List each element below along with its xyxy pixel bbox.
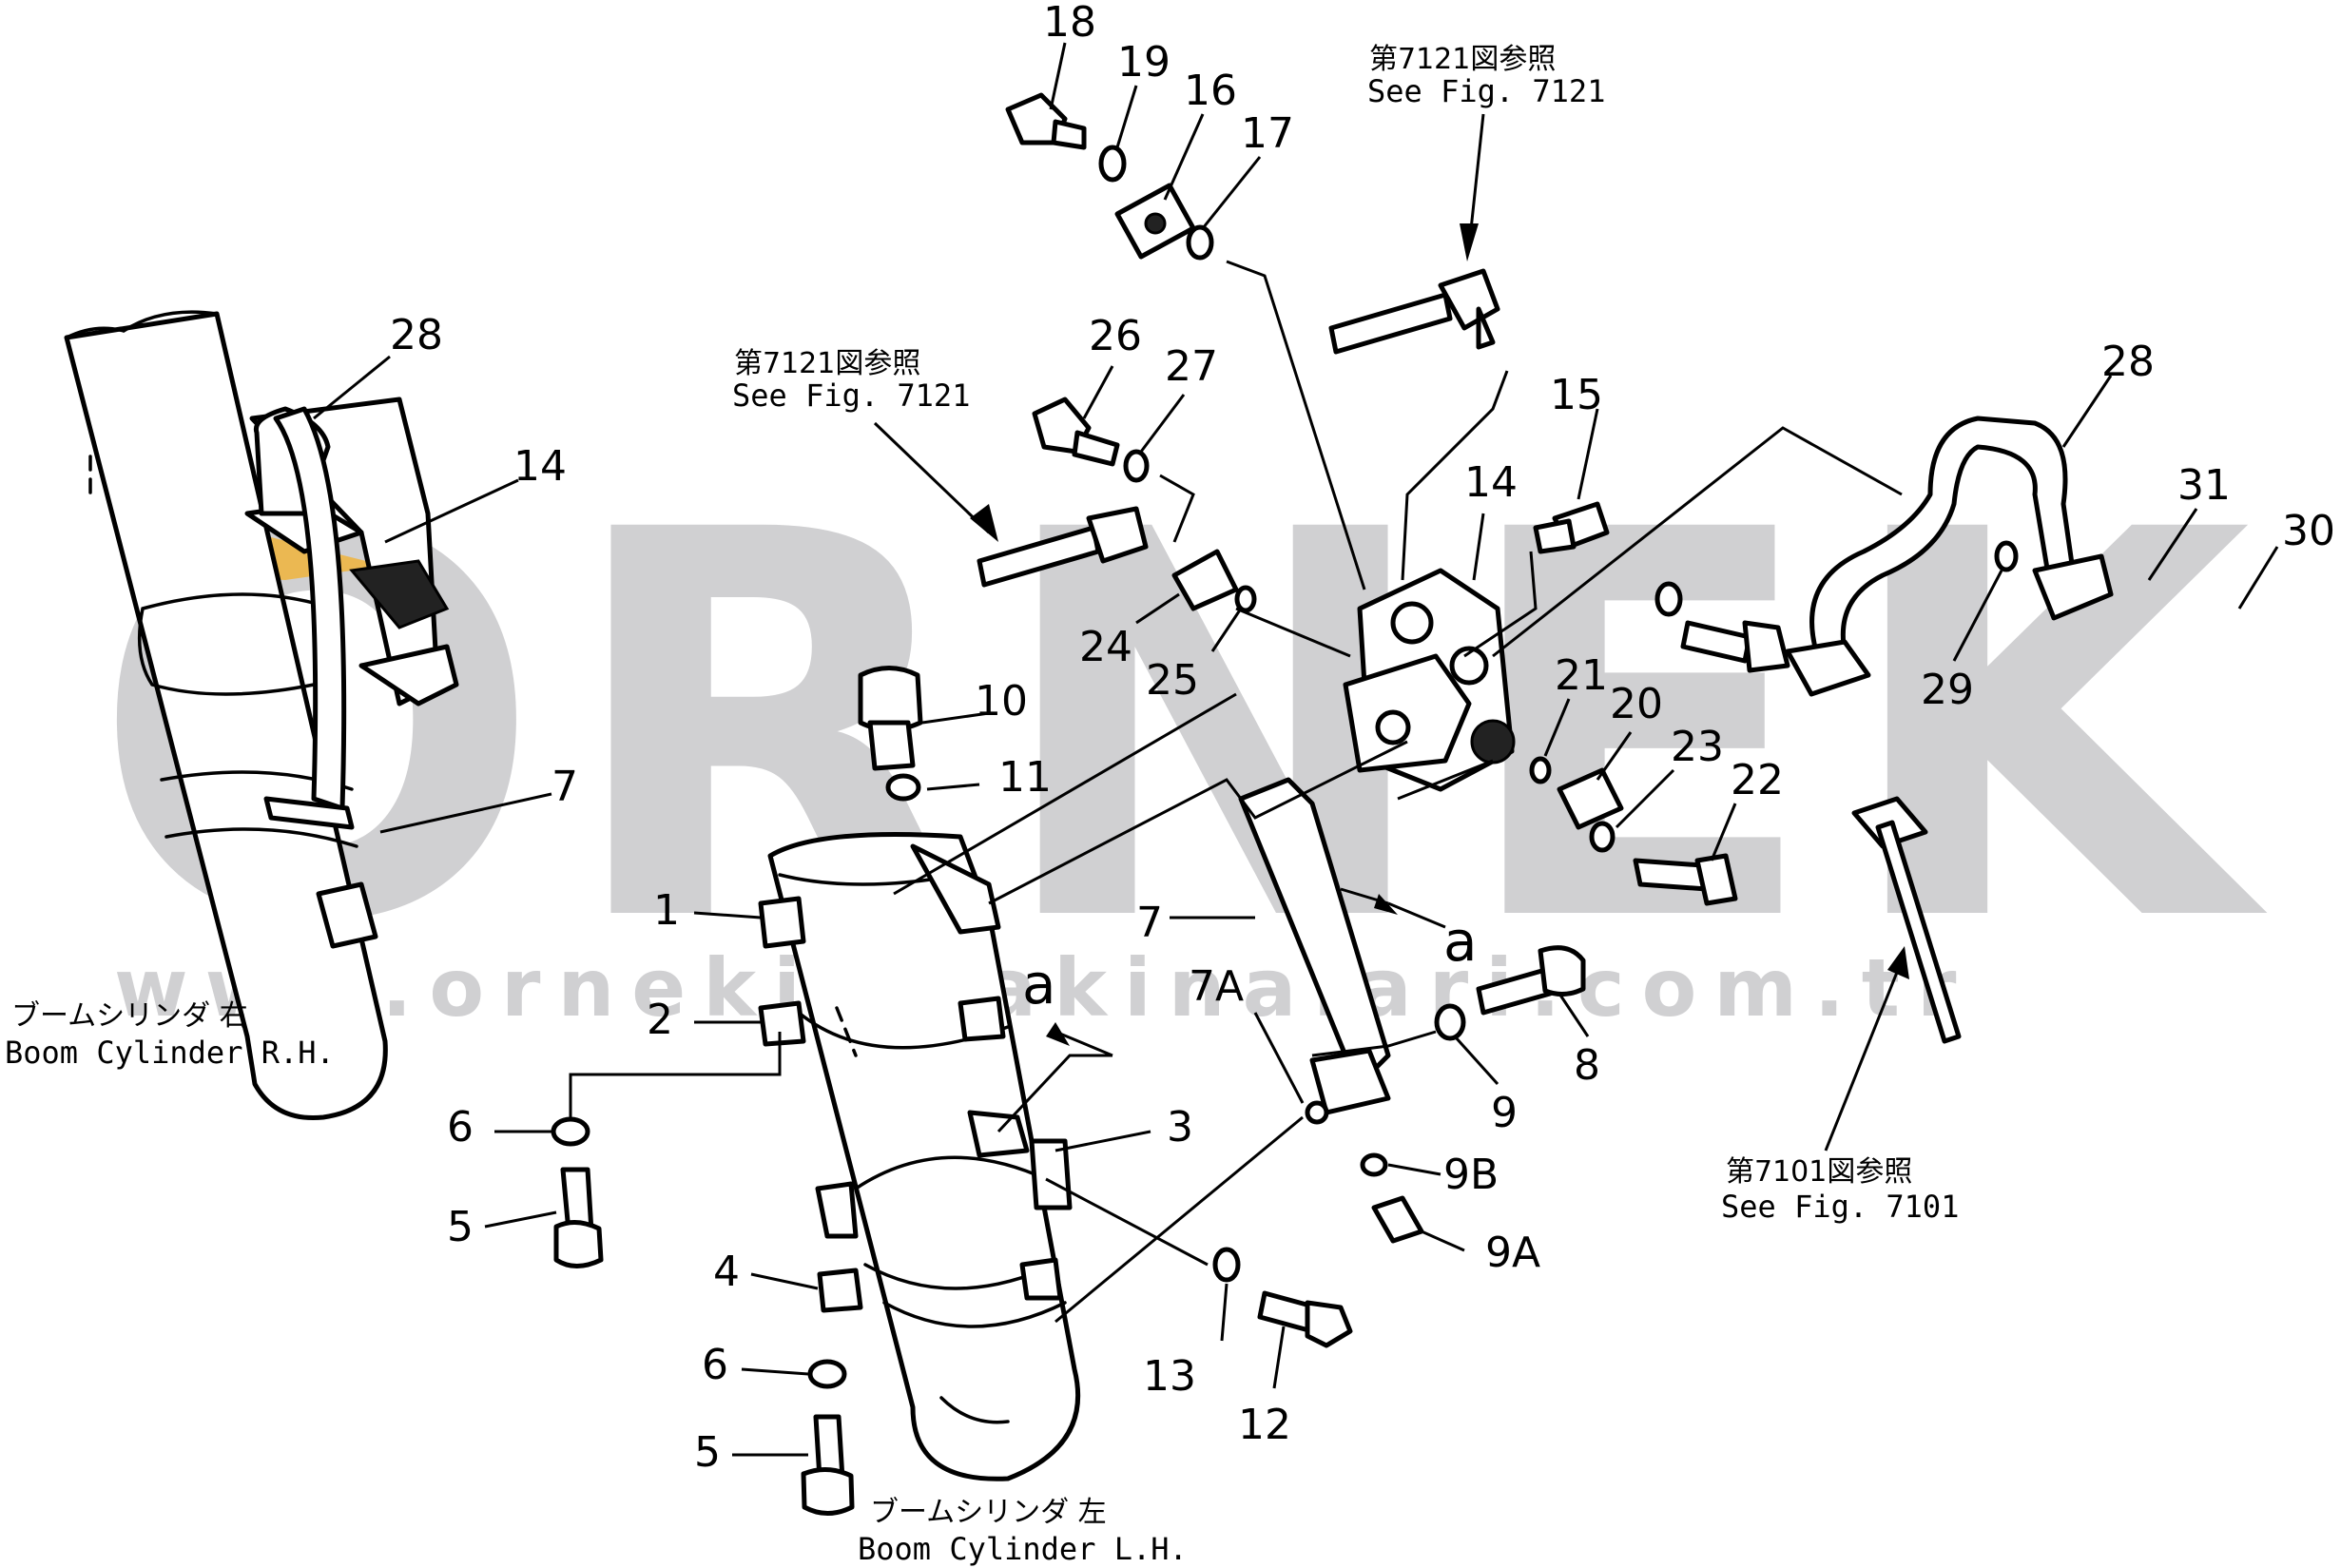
- callout-26: 26: [1089, 312, 1142, 360]
- arrow-head-ref-bottom: [1887, 946, 1909, 979]
- watermark-brand: ORNEK: [90, 419, 2271, 1039]
- reference-mid-left-en: See Fig. 7121: [732, 377, 970, 414]
- tube-assembly: [1785, 416, 2114, 1044]
- valve-block: [1343, 568, 1516, 792]
- boom-cylinder-lh: [767, 832, 1081, 1481]
- callout-22: 22: [1731, 756, 1784, 804]
- callout-30: 30: [2282, 507, 2335, 555]
- detail-mark-a-right: a: [1443, 909, 1478, 974]
- reference-top-right-en: See Fig. 7121: [1367, 73, 1605, 109]
- label-boom-cylinder-lh-jp: ブームシリンダ 左: [870, 1496, 1107, 1529]
- callout-3: 3: [1167, 1103, 1193, 1152]
- arrow-head-a-left: [1046, 1022, 1070, 1046]
- label-boom-cylinder-rh-jp: ブームシリンダ 右: [11, 999, 248, 1033]
- callout-21: 21: [1555, 651, 1608, 700]
- detail-mark-a-left: a: [1022, 952, 1056, 1016]
- arrow-head-a-right: [1374, 894, 1398, 915]
- callout-4: 4: [713, 1248, 740, 1296]
- leader-lines: [569, 260, 1903, 1324]
- callout-15: 15: [1550, 371, 1603, 419]
- callout-13: 13: [1143, 1352, 1196, 1401]
- arrow-head-ref-top: [1460, 223, 1479, 261]
- callout-12: 12: [1238, 1401, 1291, 1449]
- fasteners: [551, 92, 2019, 1516]
- callout-2: 2: [647, 996, 673, 1044]
- arrow-head-ref-mid: [970, 504, 998, 542]
- callout-28-right: 28: [2101, 338, 2155, 386]
- callout-6-top: 6: [447, 1103, 474, 1152]
- callout-9B: 9B: [1443, 1151, 1499, 1199]
- reference-mid-left: 第7121図参照 See Fig. 7121: [732, 347, 970, 414]
- support-bar: [1238, 777, 1391, 1125]
- callout-24: 24: [1079, 623, 1132, 671]
- callout-18: 18: [1043, 0, 1096, 47]
- callout-19: 19: [1117, 38, 1170, 87]
- reference-top-right-jp: 第7121図参照: [1369, 43, 1556, 76]
- callout-14-left: 14: [513, 442, 567, 491]
- watermark: ORNEK www.ornekismakinalari.com.tr: [90, 419, 2271, 1039]
- callout-25: 25: [1146, 656, 1199, 705]
- callout-23: 23: [1671, 723, 1724, 771]
- label-boom-cylinder-rh-en: Boom Cylinder R.H.: [5, 1035, 335, 1071]
- callout-5-bottom: 5: [694, 1428, 721, 1477]
- callout-17: 17: [1241, 109, 1294, 158]
- reference-bottom-right-en: See Fig. 7101: [1721, 1189, 1959, 1225]
- reference-top-right: 第7121図参照 See Fig. 7121: [1367, 43, 1605, 109]
- callout-9A: 9A: [1485, 1229, 1540, 1277]
- callout-20: 20: [1610, 680, 1663, 728]
- callout-1: 1: [653, 886, 680, 935]
- callout-6-bottom: 6: [702, 1341, 728, 1389]
- callout-numbers: 18 19 16 17 26 27 24 25 28 14 7 10 11 1 …: [390, 0, 2335, 1477]
- callout-7-center: 7: [1136, 899, 1163, 947]
- callout-14-center: 14: [1464, 458, 1518, 507]
- hose-fittings: [977, 268, 1500, 588]
- callout-7-left: 7: [551, 763, 578, 811]
- callout-16: 16: [1184, 67, 1237, 115]
- watermark-url: www.ornekismakinalari.com.tr: [114, 941, 1973, 1035]
- callout-10: 10: [975, 677, 1028, 726]
- reference-mid-left-jp: 第7121図参照: [734, 347, 920, 380]
- callout-31: 31: [2177, 461, 2231, 510]
- clamp-brackets: [758, 843, 1073, 1313]
- callout-7A: 7A: [1189, 962, 1244, 1011]
- reference-bottom-right: 第7101図参照 See Fig. 7101: [1721, 1155, 1959, 1225]
- reference-bottom-right-jp: 第7101図参照: [1726, 1155, 1912, 1189]
- callout-27: 27: [1165, 342, 1218, 391]
- boom-cylinder-rh: [64, 310, 459, 1121]
- callout-leaders: [313, 42, 2279, 1457]
- callout-5-top: 5: [447, 1203, 474, 1251]
- reference-arrows: [873, 113, 1909, 1152]
- callout-11: 11: [998, 753, 1052, 802]
- callout-28-left: 28: [390, 311, 443, 359]
- callout-29: 29: [1921, 666, 1974, 714]
- label-boom-cylinder-lh-en: Boom Cylinder L.H.: [858, 1531, 1188, 1567]
- label-boom-cylinder-rh: ブームシリンダ 右 Boom Cylinder R.H.: [5, 999, 335, 1071]
- callout-8: 8: [1574, 1041, 1600, 1090]
- label-boom-cylinder-lh: ブームシリンダ 左 Boom Cylinder L.H.: [858, 1496, 1188, 1567]
- callout-9: 9: [1491, 1089, 1518, 1137]
